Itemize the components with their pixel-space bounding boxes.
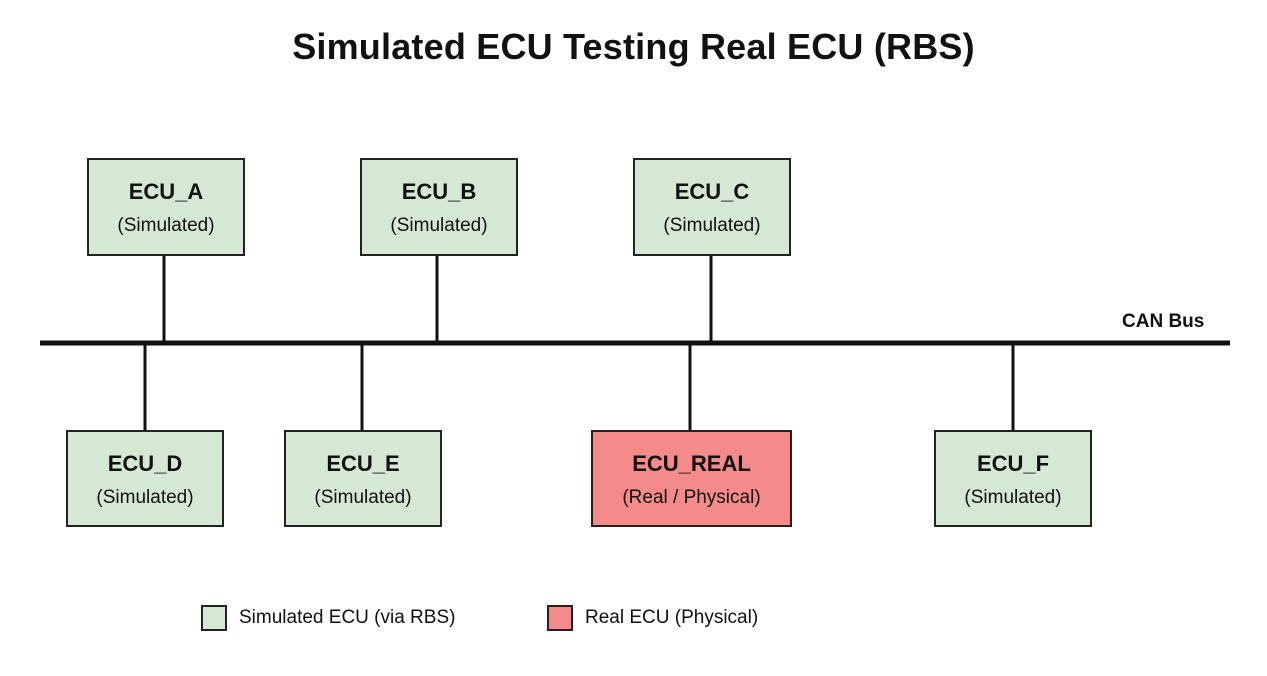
ecu-real-box[interactable]: ECU_REAL (Real / Physical) xyxy=(591,430,792,527)
ecu-name: ECU_E xyxy=(326,451,400,476)
ecu-kind: (Real / Physical) xyxy=(622,487,761,508)
ecu-a-box[interactable]: ECU_A (Simulated) xyxy=(87,158,245,256)
legend-swatch-real xyxy=(547,605,573,631)
ecu-kind: (Simulated) xyxy=(314,487,412,508)
diagram-title: Simulated ECU Testing Real ECU (RBS) xyxy=(292,26,975,67)
legend-item-real: Real ECU (Physical) xyxy=(547,603,758,633)
ecu-kind: (Simulated) xyxy=(117,215,215,236)
ecu-kind: (Simulated) xyxy=(663,215,761,236)
ecu-name: ECU_D xyxy=(107,451,183,476)
ecu-kind: (Simulated) xyxy=(964,487,1062,508)
ecu-f-box[interactable]: ECU_F (Simulated) xyxy=(934,430,1092,527)
ecu-c-box[interactable]: ECU_C (Simulated) xyxy=(633,158,791,256)
ecu-d-box[interactable]: ECU_D (Simulated) xyxy=(66,430,224,527)
ecu-name: ECU_REAL xyxy=(632,451,751,476)
legend-label: Real ECU (Physical) xyxy=(585,607,759,628)
ecu-e-box[interactable]: ECU_E (Simulated) xyxy=(284,430,442,527)
legend-label: Simulated ECU (via RBS) xyxy=(239,607,456,628)
can-bus-label: CAN Bus xyxy=(1122,311,1205,332)
ecu-name: ECU_A xyxy=(128,179,204,204)
ecu-kind: (Simulated) xyxy=(96,487,194,508)
ecu-name: ECU_C xyxy=(674,179,750,204)
ecu-kind: (Simulated) xyxy=(390,215,488,236)
legend-swatch-simulated xyxy=(201,605,227,631)
legend-item-simulated: Simulated ECU (via RBS) xyxy=(201,603,455,633)
ecu-name: ECU_F xyxy=(976,451,1050,476)
ecu-name: ECU_B xyxy=(401,179,477,204)
ecu-b-box[interactable]: ECU_B (Simulated) xyxy=(360,158,518,256)
